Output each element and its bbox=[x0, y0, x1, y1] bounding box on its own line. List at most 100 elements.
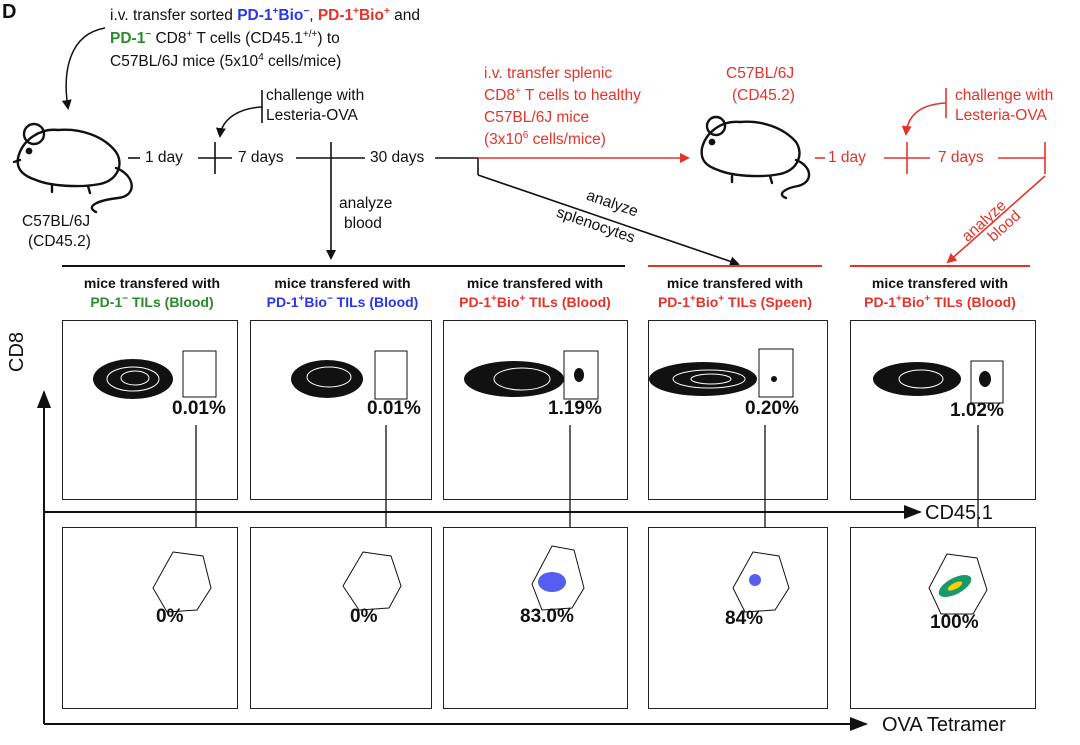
gate-polygon bbox=[342, 551, 402, 611]
gate-polygon bbox=[928, 553, 988, 615]
flow-plot-svg bbox=[531, 545, 585, 611]
pd1-neg-text: PD-1− bbox=[110, 28, 152, 47]
transfer-text-line3: C57BL/6J mice bbox=[484, 109, 590, 126]
gate-box bbox=[563, 350, 599, 400]
flow-plot-top-3 bbox=[443, 320, 628, 500]
header-line: mice transfered with bbox=[666, 275, 804, 291]
pct-bottom-1: 0% bbox=[156, 606, 184, 627]
contour bbox=[898, 369, 944, 389]
flow-plot-svg bbox=[291, 350, 408, 400]
challenge-text-right-1: challenge with bbox=[955, 87, 1054, 104]
text-segment: PD-1 bbox=[266, 294, 299, 310]
superscript: + bbox=[491, 293, 497, 305]
text-segment: PD-1 bbox=[864, 294, 897, 310]
superscript: + bbox=[924, 293, 931, 305]
gated-cells bbox=[574, 368, 584, 382]
superscript: + bbox=[383, 5, 390, 17]
transfer-description-line3: C57BL/6J mice (5x104 cells/mice) bbox=[110, 52, 341, 72]
cell-cluster bbox=[873, 362, 961, 396]
mouse-icon-right bbox=[700, 115, 811, 200]
superscript: − bbox=[303, 5, 310, 17]
panel-header-2: mice transfered with PD-1+Bio− TILs (Blo… bbox=[250, 274, 435, 312]
text-segment: PD-1 bbox=[237, 7, 273, 24]
gate-polygon bbox=[531, 545, 585, 611]
pd1-bio-pos-text: PD-1+Bio+ bbox=[318, 5, 390, 24]
text-segment: TILs (Blood) bbox=[332, 294, 419, 310]
text-segment: Bio bbox=[901, 294, 925, 310]
flow-plot-bottom-2 bbox=[250, 527, 432, 709]
panel-letter: D bbox=[2, 1, 17, 23]
flow-plot-svg bbox=[464, 350, 599, 400]
contour bbox=[120, 370, 150, 386]
flow-plot-svg bbox=[152, 551, 212, 613]
header-subline: PD-1+Bio− TILs (Blood) bbox=[250, 293, 435, 312]
header-subline: PD-1+Bio+ TILs (Speen) bbox=[640, 293, 830, 312]
label-1-day-left: 1 day bbox=[145, 149, 183, 166]
transfer-text-line1: i.v. transfer splenic bbox=[484, 65, 613, 82]
right-mouse-cd452: (CD45.2) bbox=[732, 87, 795, 104]
text-segment: Bio bbox=[496, 294, 520, 310]
flow-plot-top-4 bbox=[648, 320, 828, 500]
contour bbox=[690, 373, 732, 385]
superscript: − bbox=[145, 28, 152, 40]
pct-top-4: 0.20% bbox=[745, 398, 799, 419]
cell-cluster bbox=[93, 359, 173, 399]
pct-bottom-2: 0% bbox=[350, 606, 378, 627]
arrow-group bbox=[191, 425, 983, 547]
gate-box bbox=[374, 350, 408, 400]
gate-box bbox=[182, 350, 217, 398]
superscript: + bbox=[896, 293, 902, 305]
flow-plot-svg bbox=[93, 350, 217, 399]
flow-plot-bottom-5 bbox=[850, 527, 1036, 709]
superscript: + bbox=[186, 28, 193, 40]
pct-top-3: 1.19% bbox=[548, 398, 602, 419]
gate-box bbox=[758, 348, 794, 398]
text-segment: (3x10 bbox=[484, 131, 523, 148]
text-segment: CD8 bbox=[151, 30, 187, 47]
header-subline: PD-1− TILs (Blood) bbox=[62, 293, 242, 312]
challenge-text-left-1: challenge with bbox=[266, 87, 365, 104]
pct-top-5: 1.02% bbox=[950, 400, 1004, 421]
text-segment: TILs (Blood) bbox=[128, 294, 214, 310]
superscript: + bbox=[353, 5, 359, 17]
pct-bottom-5: 100% bbox=[930, 612, 979, 633]
text-segment: TILs (Blood) bbox=[525, 294, 611, 310]
text-segment: PD-1 bbox=[110, 30, 146, 47]
left-mouse-strain: C57BL/6J bbox=[22, 213, 91, 230]
timeline-left bbox=[128, 90, 740, 267]
cell-cluster bbox=[291, 360, 363, 398]
gate-polygon bbox=[152, 551, 212, 613]
challenge-text-left-2: Lesteria-OVA bbox=[266, 107, 358, 124]
text-segment: PD-1 bbox=[657, 294, 690, 310]
text-segment: TILs (Blood) bbox=[930, 294, 1016, 310]
label-7-days-right: 7 days bbox=[938, 149, 984, 166]
superscript: + bbox=[298, 293, 305, 305]
flow-plot-bottom-1 bbox=[62, 527, 238, 709]
label-1-day-right: 1 day bbox=[828, 149, 866, 166]
header-line: mice transfered with bbox=[466, 275, 604, 291]
mouse-icon-left bbox=[12, 122, 133, 214]
transfer-description-line1: i.v. transfer sorted PD-1+Bio−, PD-1+Bio… bbox=[110, 6, 420, 26]
text-segment: and bbox=[389, 7, 420, 24]
transfer-text-line4: (3x106 cells/mice) bbox=[484, 130, 606, 150]
text-segment: cells/mice) bbox=[528, 131, 606, 148]
superscript: − bbox=[326, 293, 333, 305]
analyze-blood-text-1: analyze bbox=[339, 195, 393, 212]
gated-cells bbox=[538, 572, 566, 592]
flow-plot-svg bbox=[928, 553, 988, 615]
text-segment: , bbox=[309, 7, 318, 24]
superscript: − bbox=[122, 293, 129, 305]
superscript: + bbox=[689, 293, 696, 305]
gated-cells bbox=[771, 376, 777, 382]
text-segment: Bio bbox=[304, 294, 327, 310]
gated-cells bbox=[979, 371, 991, 387]
pd1-text: PD-1+Bio− bbox=[237, 5, 310, 24]
x-axis-label-cd451: CD45.1 bbox=[925, 502, 993, 524]
gated-cells-core bbox=[947, 581, 963, 591]
transfer-arrow bbox=[61, 27, 106, 110]
superscript: +/+ bbox=[302, 28, 318, 40]
challenge-arrow-right bbox=[901, 102, 947, 136]
text-segment: i.v. transfer sorted bbox=[110, 7, 238, 24]
flow-plot-top-5 bbox=[850, 320, 1036, 500]
